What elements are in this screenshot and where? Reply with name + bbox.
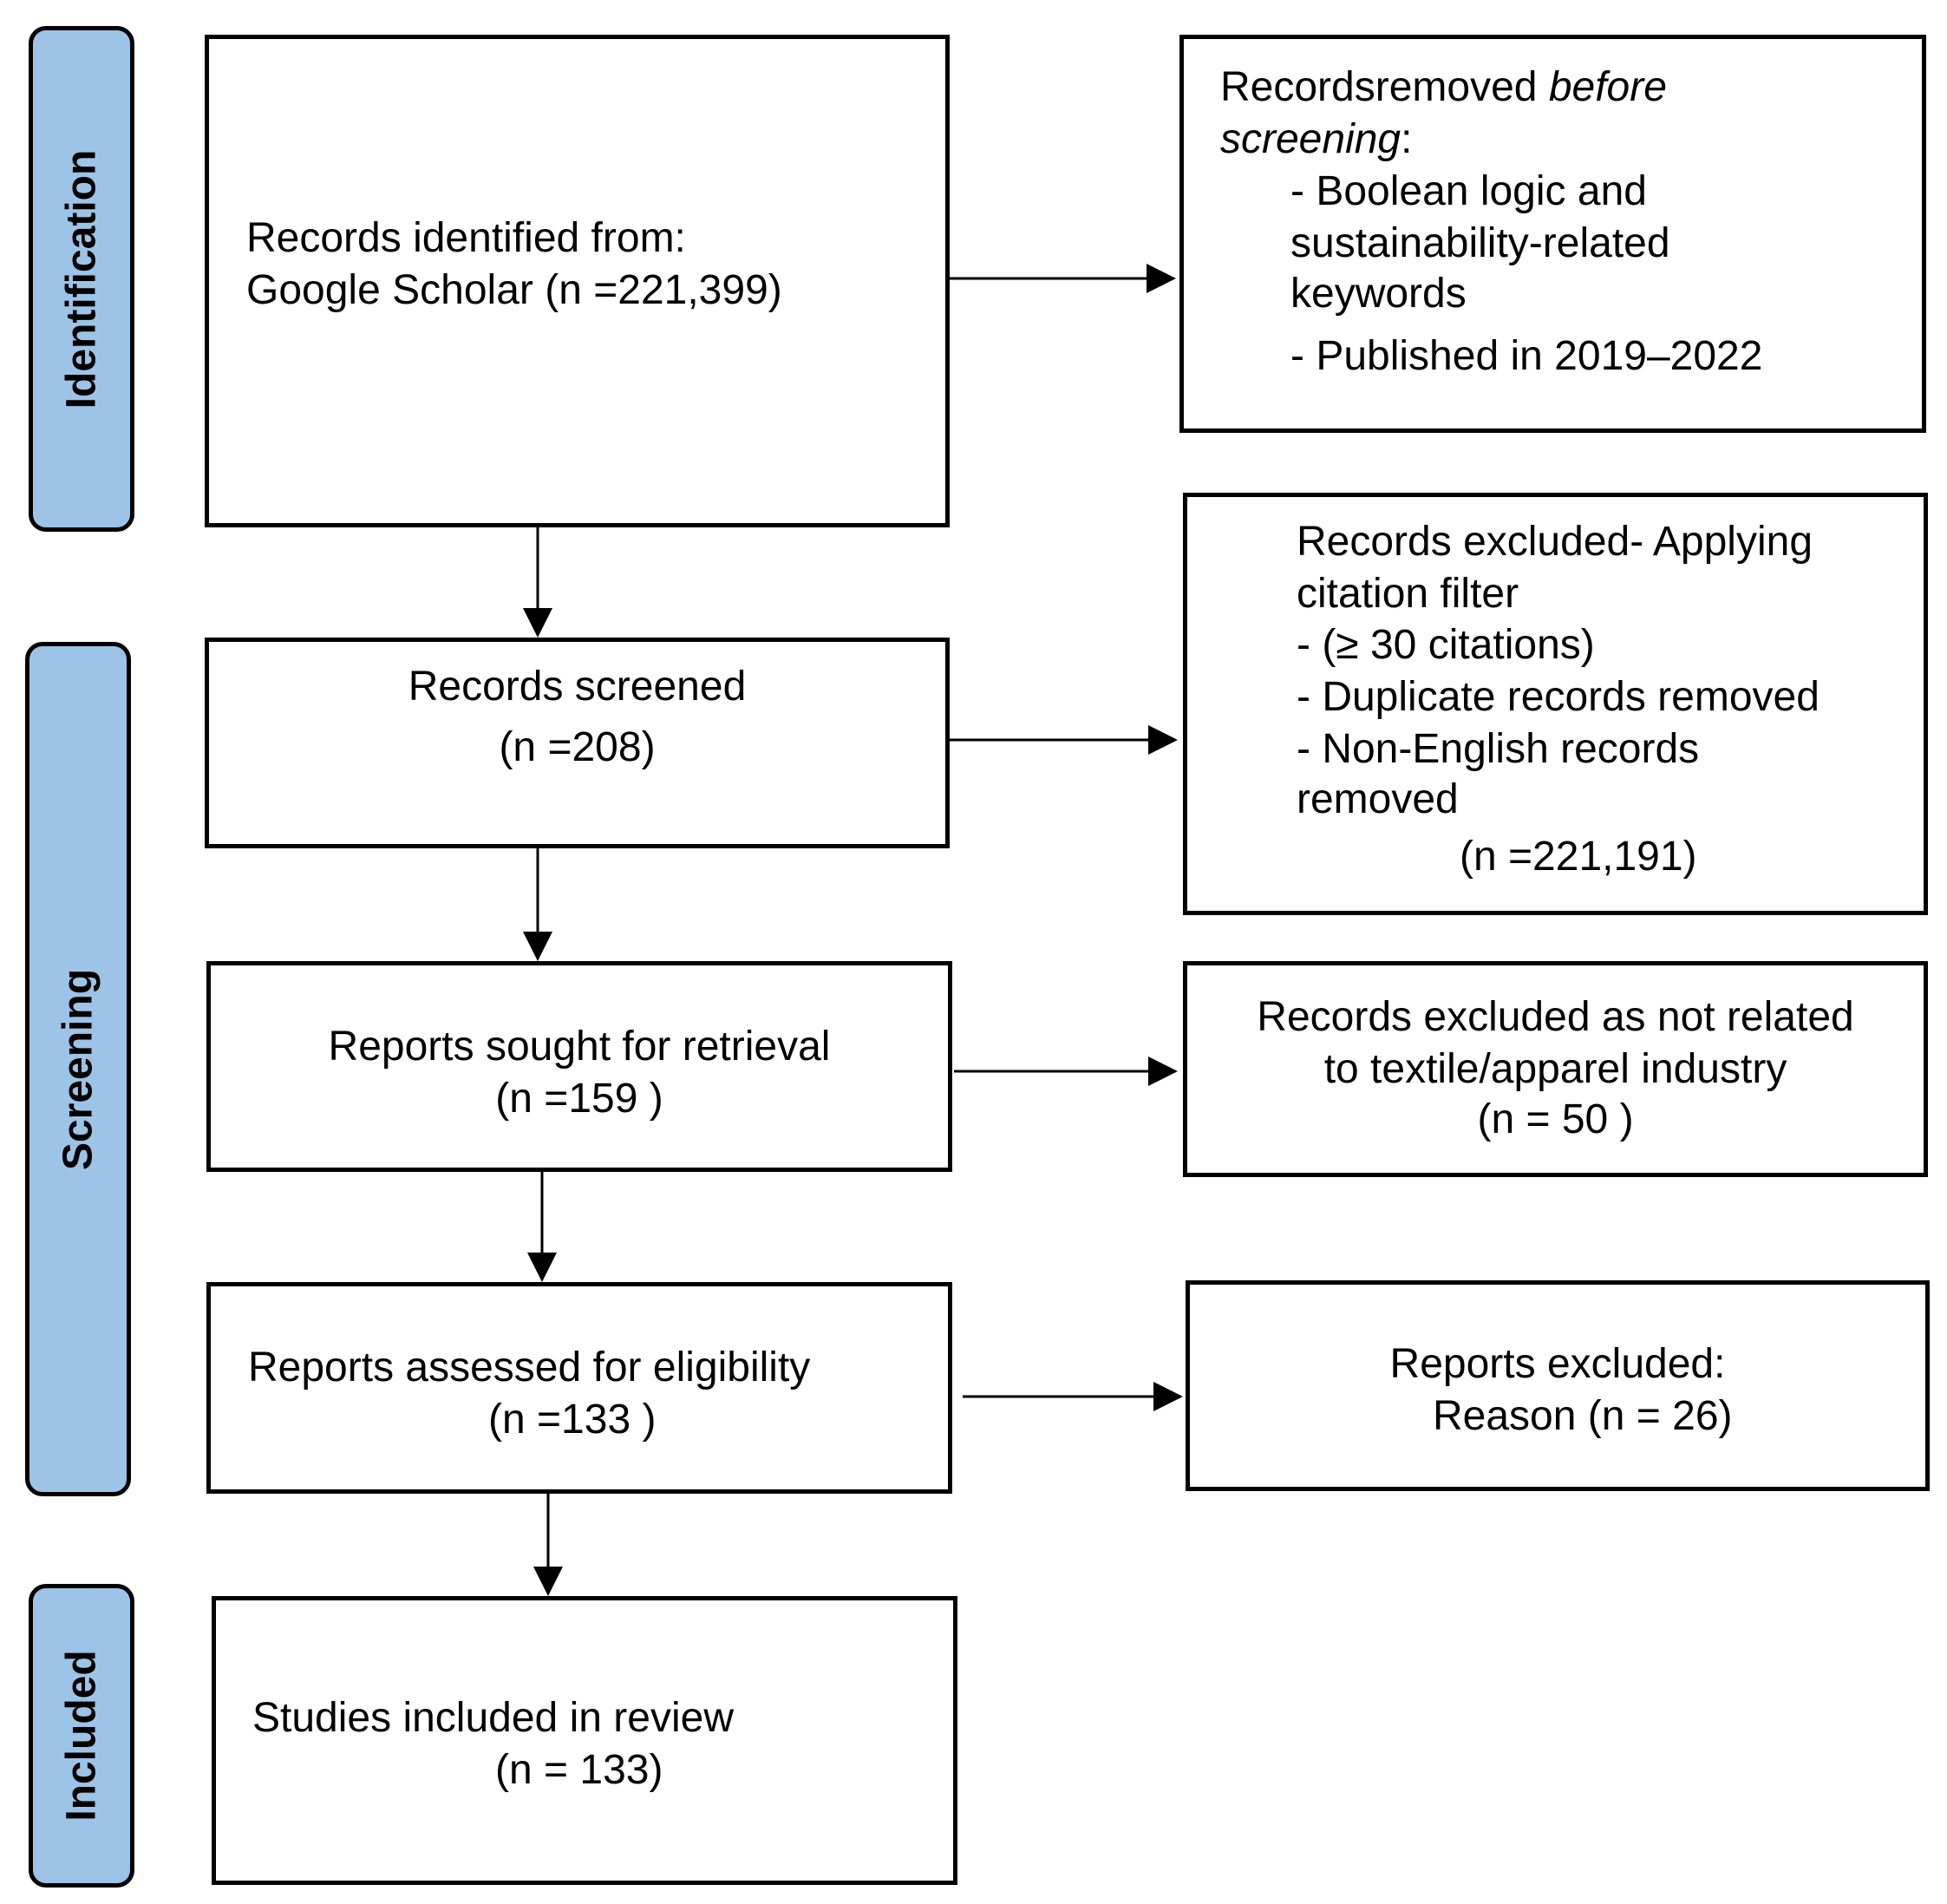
records-excluded-textile-line2: to textile/apparel industry — [1323, 1046, 1787, 1092]
reports-sought-line1: Reports sought for retrieval — [328, 1024, 831, 1070]
reports-sought-line2: (n =159 ) — [495, 1076, 663, 1122]
phase-identification: Identification — [29, 26, 134, 532]
arrowhead-sought — [523, 932, 552, 961]
records-excluded-citation-box: Records excluded- Applying citation filt… — [1183, 493, 1928, 915]
records-screened-line1: Records screened — [408, 664, 747, 710]
records-excluded-citation-line7: (n =221,191) — [1460, 834, 1697, 880]
arrowhead-included — [533, 1567, 563, 1596]
records-removed-bullet2: - Published in 2019–2022 — [1290, 333, 1763, 379]
arrowhead-assessed — [527, 1253, 557, 1282]
studies-included-line2: (n = 133) — [495, 1747, 663, 1793]
arrowhead-excluded-textile — [1148, 1057, 1178, 1086]
records-removed-line1: Recordsremoved before — [1220, 62, 1667, 114]
arrowhead-excluded-citation — [1148, 725, 1178, 755]
records-excluded-citation-line5: - Non-English records — [1297, 726, 1700, 772]
records-excluded-citation-line4: - Duplicate records removed — [1297, 674, 1820, 720]
records-excluded-citation-line6: removed — [1297, 776, 1459, 822]
studies-included-line1: Studies included in review — [252, 1695, 734, 1741]
records-removed-bullet1-line1: - Boolean logic and — [1290, 168, 1647, 214]
reports-sought-box: Reports sought for retrieval (n =159 ) — [206, 961, 952, 1172]
records-removed-bullet1-line2: sustainability-related — [1290, 220, 1670, 266]
records-removed-before-word: before — [1548, 64, 1667, 110]
records-screened-line2: (n =208) — [499, 724, 656, 770]
records-identified-line1: Records identified from: — [246, 215, 686, 261]
phase-included: Included — [29, 1584, 134, 1888]
records-excluded-citation-line1: Records excluded- Applying — [1297, 519, 1813, 565]
records-identified-box: Records identified from: Google Scholar … — [205, 35, 950, 527]
records-excluded-citation-line2: citation filter — [1297, 571, 1519, 617]
records-excluded-citation-line3: - (≥ 30 citations) — [1297, 622, 1595, 668]
records-removed-colon: : — [1401, 116, 1413, 162]
reports-assessed-line2: (n =133 ) — [488, 1397, 657, 1443]
records-excluded-textile-line3: (n = 50 ) — [1477, 1096, 1634, 1142]
records-removed-before-box: Recordsremoved before screening: - Boole… — [1179, 35, 1926, 433]
phase-screening: Screening — [25, 642, 131, 1496]
reports-excluded-box: Reports excluded: Reason (n = 26) — [1186, 1280, 1930, 1491]
records-removed-prefix: Recordsremoved — [1220, 64, 1549, 110]
records-screened-box: Records screened (n =208) — [205, 638, 950, 848]
reports-excluded-line2: Reason (n = 26) — [1433, 1393, 1733, 1439]
records-excluded-textile-box: Records excluded as not related to texti… — [1183, 961, 1928, 1177]
records-identified-line2: Google Scholar (n =221,399) — [246, 267, 782, 313]
records-excluded-textile-line1: Records excluded as not related — [1257, 994, 1854, 1040]
studies-included-box: Studies included in review (n = 133) — [212, 1596, 957, 1885]
arrowhead-reports-excluded — [1153, 1382, 1183, 1411]
reports-assessed-box: Reports assessed for eligibility (n =133… — [206, 1282, 952, 1494]
records-removed-line2: screening: — [1220, 114, 1412, 166]
reports-excluded-line1: Reports excluded: — [1389, 1341, 1726, 1387]
arrowhead-screened — [523, 608, 552, 638]
arrowhead-removed — [1147, 264, 1176, 293]
records-removed-bullet1-line3: keywords — [1290, 271, 1467, 317]
reports-assessed-line1: Reports assessed for eligibility — [248, 1345, 811, 1390]
records-removed-screening-word: screening — [1220, 116, 1401, 162]
